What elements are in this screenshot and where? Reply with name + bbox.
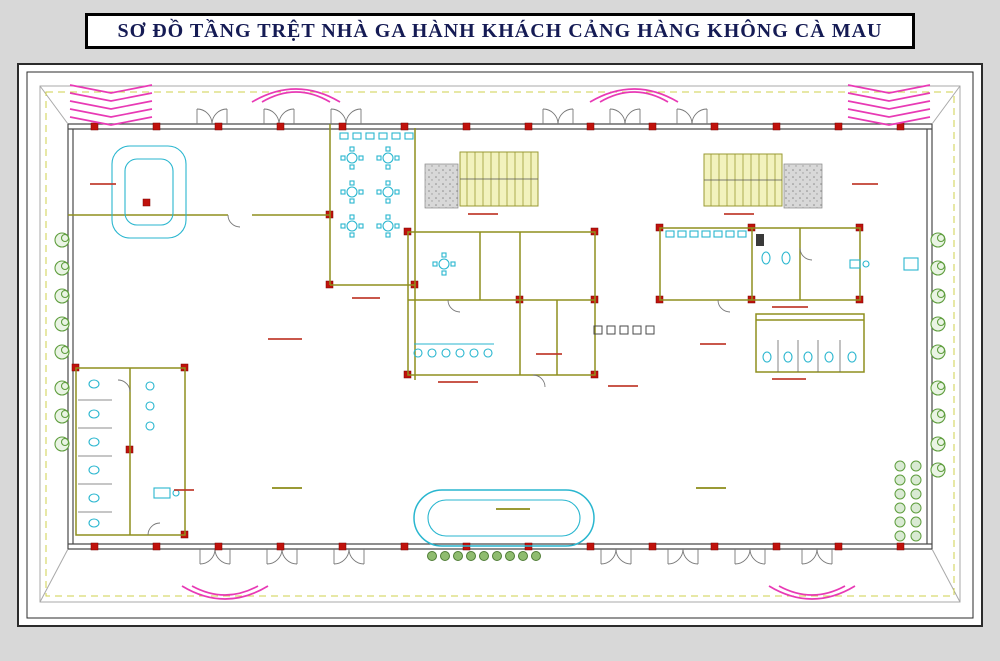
drawing-frame	[17, 63, 983, 627]
toilet-stalls-right	[762, 340, 857, 372]
drawing-title: SƠ ĐỒ TẦNG TRỆT NHÀ GA HÀNH KHÁCH CẢNG H…	[117, 19, 883, 42]
canopy-chevrons-top-right	[847, 84, 931, 126]
floor-hatch-1	[424, 163, 459, 209]
staircase-2	[703, 153, 783, 207]
canopy-arcs-top	[251, 88, 679, 103]
green-seats-row	[427, 551, 541, 561]
staircase-1	[459, 151, 539, 207]
roof-eaves-outline	[39, 85, 961, 603]
baggage-conveyor	[413, 489, 595, 547]
setback-dashed-line	[45, 91, 955, 597]
planting-right	[930, 232, 946, 478]
hall-label-marks-olive	[272, 487, 726, 510]
right-room-fixtures	[756, 234, 919, 271]
drawing-title-box: SƠ ĐỒ TẦNG TRỆT NHÀ GA HÀNH KHÁCH CẢNG H…	[85, 13, 915, 49]
interior-doors	[117, 214, 813, 536]
canopy-chevrons-top-left	[69, 84, 153, 126]
partition-walls	[68, 124, 865, 536]
office-furniture	[413, 252, 494, 358]
canopy-arcs-bottom	[181, 585, 856, 600]
toilet-block-left	[78, 379, 180, 528]
lounge-loop	[111, 145, 187, 239]
floor-hatch-2	[783, 163, 823, 209]
room-label-marks-red	[90, 183, 878, 491]
